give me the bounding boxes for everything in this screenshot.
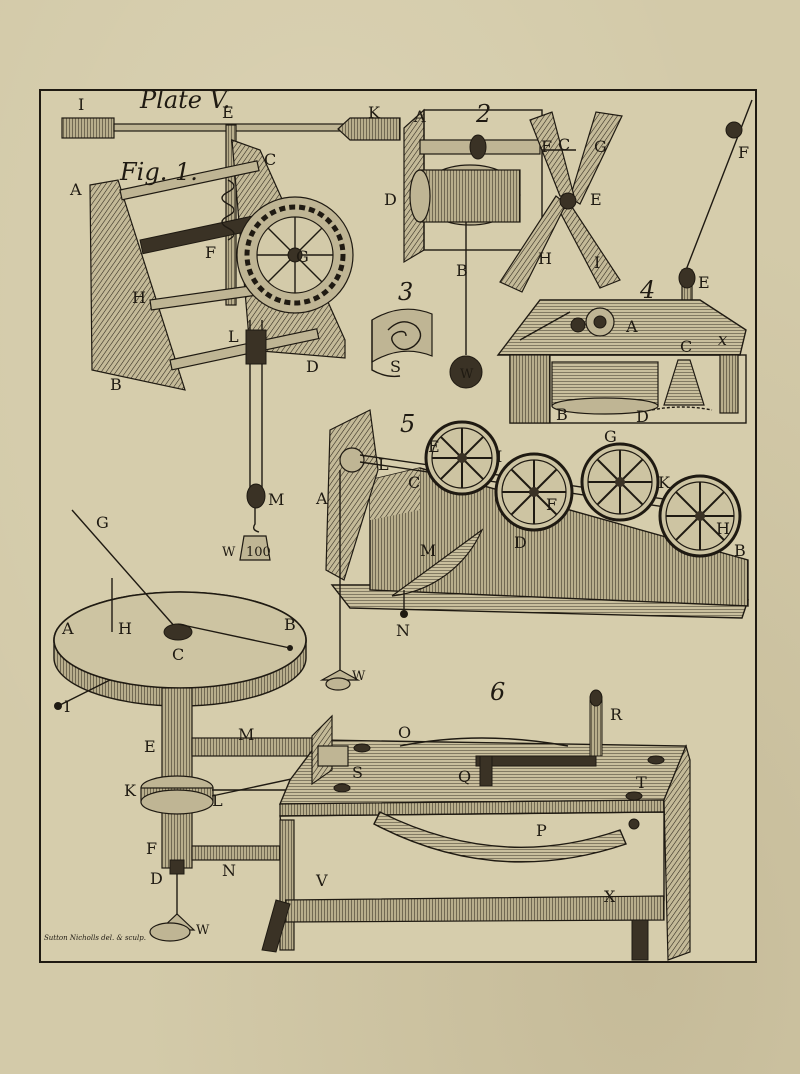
figure-1-wheel-and-axle — [61, 117, 401, 561]
fig6-label-F: F — [146, 839, 157, 858]
fig2-label-W: W — [460, 367, 474, 382]
plate-title: Plate V. — [139, 86, 230, 114]
figure-2-drum-and-fan — [403, 108, 623, 389]
fig6-label-X: X — [604, 887, 616, 906]
fig1-number: Fig. 1. — [119, 158, 198, 186]
fig5-label-E: E — [428, 437, 440, 456]
fig2-label-F: F — [541, 137, 552, 156]
fig6-label-T: T — [636, 773, 647, 792]
fig5-label-N: N — [396, 621, 410, 640]
fig5-label-K: K — [658, 473, 671, 492]
fig6-label-R: R — [610, 705, 623, 724]
fig1-label-E: E — [222, 103, 234, 122]
fig5-number: 5 — [400, 410, 415, 438]
engraver-signature: Sutton Nicholls del. & sculp. — [44, 934, 146, 942]
fig4-label-C: C — [680, 337, 692, 356]
figure-5-inclined-plane-carriage — [319, 409, 749, 691]
fig6-label-C: C — [172, 645, 184, 664]
fig1-label-B: B — [110, 375, 122, 394]
fig6-label-I: I — [64, 697, 70, 716]
fig3-label-S: S — [390, 357, 401, 376]
fig6-label-V: V — [315, 871, 328, 890]
fig4-label-D: D — [636, 407, 649, 426]
fig5-label-H: H — [716, 519, 730, 538]
fig6-label-H: H — [118, 619, 132, 638]
fig1-label-C: C — [264, 150, 276, 169]
fig5-wheel-E — [424, 420, 500, 496]
fig5-label-A: A — [315, 489, 328, 508]
fig2-label-I: I — [594, 253, 600, 272]
fig5-label-W: W — [352, 669, 366, 684]
fig6-label-S: S — [352, 763, 363, 782]
figure-6-table-apparatus — [53, 509, 691, 961]
fig2-label-E: E — [590, 190, 602, 209]
fig5-label-M: M — [420, 541, 436, 560]
fig1-label-D: D — [306, 357, 319, 376]
fig2-label-G: G — [594, 137, 607, 156]
fig5-wheel-F — [494, 452, 574, 532]
fig5-label-L: L — [378, 455, 389, 474]
fig6-label-M: M — [238, 725, 254, 744]
figure-3-coiled-spring — [371, 308, 433, 378]
fig2-number: 2 — [475, 100, 491, 128]
fig1-label-H: H — [132, 288, 146, 307]
fig2-label-C: C — [558, 135, 570, 154]
fig5-label-D: D — [514, 533, 527, 552]
fig4-label-B: B — [556, 405, 568, 424]
fig4-number: 4 — [639, 276, 655, 304]
fig4-label-E: E — [698, 273, 710, 292]
fig1-label-G: G — [296, 247, 309, 266]
fig6-label-D: D — [150, 869, 163, 888]
fig6-label-A: A — [61, 619, 74, 638]
fig4-label-x: x — [718, 330, 727, 349]
fig6-label-E: E — [144, 737, 156, 756]
fig4-label-F: F — [738, 143, 749, 162]
fig5-label-I: I — [496, 447, 502, 466]
fig2-label-B: B — [456, 261, 468, 280]
fig1-label-F: F — [205, 243, 216, 262]
fig2-label-A: A — [413, 107, 426, 126]
fig6-label-W: W — [196, 923, 210, 938]
fig5-label-G: G — [604, 427, 617, 446]
fig6-label-L: L — [212, 791, 223, 810]
fig6-label-P: P — [536, 821, 547, 840]
fig4-label-A: A — [625, 317, 638, 336]
fig5-wheel-G — [580, 442, 660, 522]
fig2-label-D: D — [384, 190, 397, 209]
fig6-label-Q: Q — [458, 767, 471, 786]
fig6-label-K: K — [124, 781, 137, 800]
figure-5-wheels — [424, 420, 742, 558]
fig6-label-O: O — [398, 723, 411, 742]
fig6-number: 6 — [490, 678, 505, 706]
fig1-label-A: A — [69, 180, 82, 199]
fig6-label-N: N — [222, 861, 236, 880]
fig1-label-I: I — [78, 95, 84, 114]
fig1-label-M: M — [268, 490, 284, 509]
fig1-label-100: 100 — [246, 545, 271, 560]
fig6-label-B: B — [284, 615, 296, 634]
fig3-number: 3 — [398, 278, 413, 306]
fig5-label-F: F — [546, 495, 557, 514]
figure-4-spring-box — [496, 99, 753, 424]
fig1-label-K: K — [368, 103, 381, 122]
fig2-label-H: H — [538, 249, 552, 268]
fig5-label-B: B — [734, 541, 746, 560]
fig1-label-W: W — [222, 545, 236, 560]
fig5-label-C: C — [408, 473, 420, 492]
fig5-wheel-H — [658, 474, 742, 558]
fig6-label-G: G — [96, 513, 109, 532]
fig1-label-L: L — [228, 327, 239, 346]
